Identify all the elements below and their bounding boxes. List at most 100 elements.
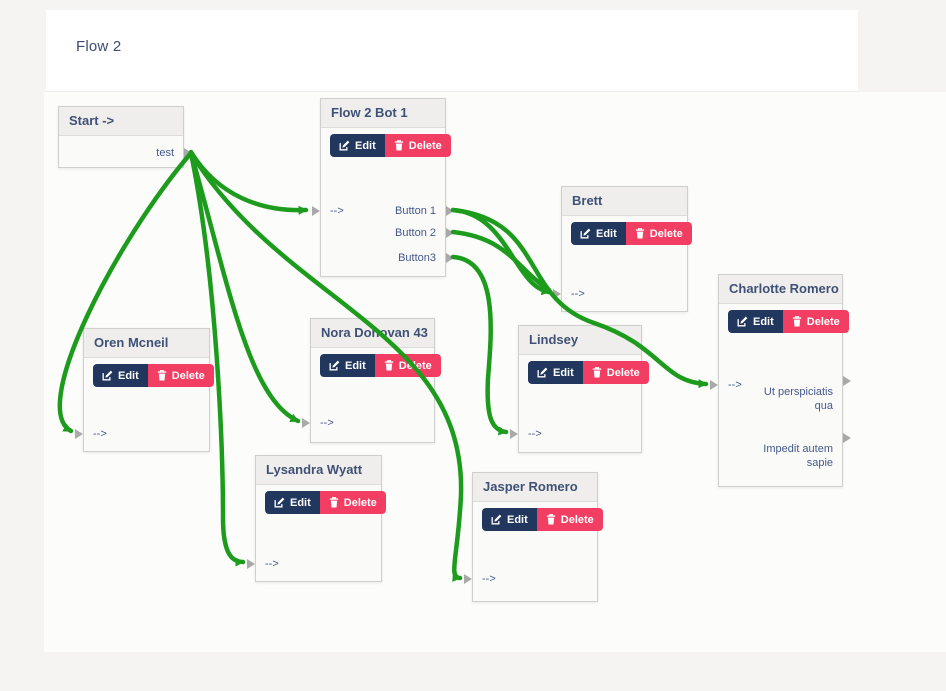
output-port-label: Button3 [398,252,436,264]
input-port-icon[interactable] [464,574,472,584]
trash-icon [792,316,801,327]
trash-icon [384,360,393,371]
page-title: Flow 2 [76,38,122,55]
input-port-icon[interactable] [302,418,310,428]
edit-button[interactable]: Edit [528,361,583,384]
edit-icon [737,316,748,327]
node-title[interactable]: Lysandra Wyatt [256,456,381,485]
node-actions: Edit Delete [728,310,849,333]
input-port-icon[interactable] [247,559,255,569]
node-title[interactable]: Nora Donovan 43 [311,319,434,348]
input-port-icon[interactable] [75,429,83,439]
edit-icon [102,370,113,381]
node-actions: Edit Delete [320,354,441,377]
flow-header-card: Flow 2 [46,10,858,92]
edit-button[interactable]: Edit [320,354,375,377]
node-title[interactable]: Oren Mcneil [84,329,209,358]
delete-button[interactable]: Delete [374,354,441,377]
trash-icon [157,370,166,381]
node-actions: Edit Delete [482,508,603,531]
edit-button[interactable]: Edit [482,508,537,531]
delete-button-label: Delete [408,139,442,152]
input-port-label: --> [571,288,585,300]
trash-icon [635,228,644,239]
output-port-label: Button 1 [395,205,436,217]
edit-button-label: Edit [345,359,366,372]
edit-icon [339,140,350,151]
edit-button-label: Edit [753,315,774,328]
edit-icon [329,360,340,371]
node-title[interactable]: Jasper Romero [473,473,597,502]
edit-button-label: Edit [553,366,574,379]
node-actions: Edit Delete [330,134,451,157]
edit-button[interactable]: Edit [330,134,385,157]
input-port-icon[interactable] [510,429,518,439]
edit-button[interactable]: Edit [93,364,148,387]
output-port-icon[interactable] [446,206,454,216]
trash-icon [592,367,601,378]
input-port-icon[interactable] [553,289,561,299]
trash-icon [329,497,338,508]
trash-icon [394,140,403,151]
output-port-icon[interactable] [446,253,454,263]
node-title[interactable]: Lindsey [519,326,641,355]
delete-button-label: Delete [806,315,840,328]
input-port-icon[interactable] [710,380,718,390]
delete-button-label: Delete [171,369,205,382]
delete-button-label: Delete [606,366,640,379]
output-port-icon[interactable] [843,433,851,443]
delete-button[interactable]: Delete [625,222,692,245]
input-port-label: --> [93,428,107,440]
edit-button[interactable]: Edit [265,491,320,514]
input-port-label: --> [320,417,334,429]
flow-node-nora[interactable]: Nora Donovan 43 Edit Delete --> [302,318,441,443]
delete-button[interactable]: Delete [782,310,849,333]
node-actions: Edit Delete [265,491,386,514]
flow-node-bot1[interactable]: Flow 2 Bot 1 Edit Delete --> Button 1 Button … [312,98,454,277]
edit-button-label: Edit [596,227,617,240]
edit-icon [491,514,502,525]
delete-button-label: Delete [343,496,377,509]
edit-icon [274,497,285,508]
output-port-icon[interactable] [446,228,454,238]
output-port-icon[interactable] [184,148,192,158]
delete-button-label: Delete [398,359,432,372]
node-title[interactable]: Charlotte Romero [719,275,842,304]
edit-button[interactable]: Edit [728,310,783,333]
output-port-label: test [156,147,174,159]
edit-icon [537,367,548,378]
output-port-icon[interactable] [843,376,851,386]
delete-button-label: Delete [560,513,594,526]
node-title[interactable]: Brett [562,187,687,216]
edit-button-label: Edit [355,139,376,152]
node-actions: Edit Delete [528,361,649,384]
output-port-label: Ut perspiciatis qua [763,386,833,412]
delete-button[interactable]: Delete [147,364,214,387]
node-title[interactable]: Flow 2 Bot 1 [321,99,445,128]
delete-button-label: Delete [649,227,683,240]
delete-button[interactable]: Delete [319,491,386,514]
input-port-label: --> [528,428,542,440]
trash-icon [546,514,555,525]
edit-icon [580,228,591,239]
node-title[interactable]: Start -> [59,107,183,136]
input-port-label: --> [265,558,279,570]
output-port-label: Impedit autem sapie [763,443,833,469]
input-port-label: --> [482,573,496,585]
input-port-icon[interactable] [312,206,320,216]
edit-button[interactable]: Edit [571,222,626,245]
input-port-label: --> [330,205,344,217]
edit-button-label: Edit [290,496,311,509]
delete-button[interactable]: Delete [582,361,649,384]
delete-button[interactable]: Delete [384,134,451,157]
delete-button[interactable]: Delete [536,508,603,531]
output-port-label: Button 2 [395,227,436,239]
input-port-label: --> [728,379,742,391]
flow-node-start[interactable]: Start -> test [58,106,192,168]
